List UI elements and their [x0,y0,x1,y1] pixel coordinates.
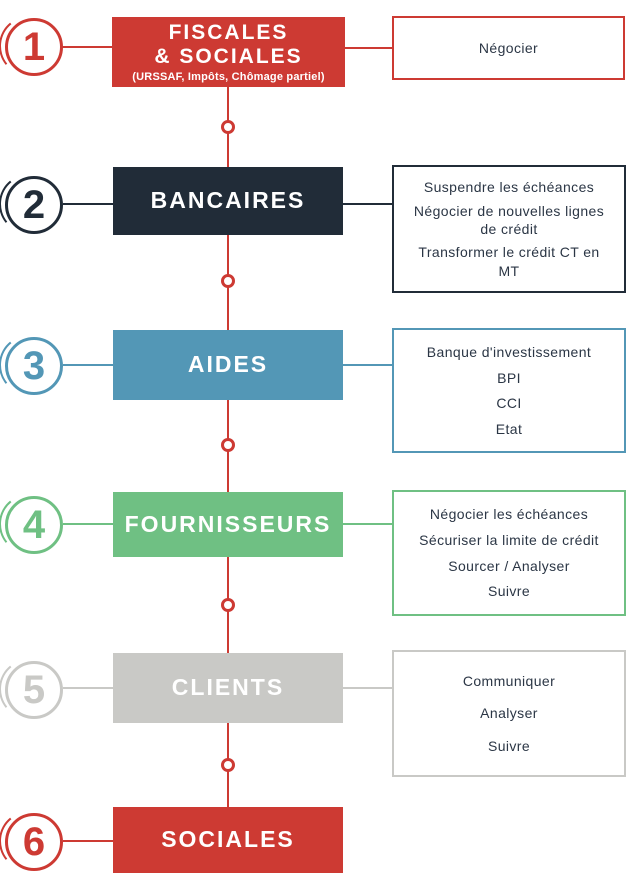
action-item: Suspendre les échéances [423,179,595,196]
spine-node-icon [221,120,235,134]
action-item: Sourcer / Analyser [448,557,570,574]
category-box-sociales: SOCIALES [113,807,343,873]
step-5-number-circle: 5 [5,661,63,719]
category-box-aides: AIDES [113,330,343,400]
connector-circle-to-box [63,840,113,842]
category-title: SOCIALES [161,826,295,853]
category-box-fiscales-sociales: FISCALES & SOCIALES (URSSAF, Impôts, Chô… [112,17,345,87]
actions-box: Banque d'investissement BPI CCI Etat [392,328,626,453]
category-title: FOURNISSEURS [124,510,332,537]
connector-circle-to-box [62,46,112,48]
step-number: 1 [22,25,46,69]
connector-circle-to-box [63,523,113,525]
category-box-clients: CLIENTS [113,653,343,723]
category-title-line: FISCALES [168,20,289,44]
action-item: Suivre [487,737,531,754]
connector-box-to-actions [343,203,392,205]
action-item: Transformer le crédit CT en MT [418,244,600,279]
action-item: Négocier de nouvelles lignes de crédit [413,202,605,237]
step-3-number-circle: 3 [5,337,63,395]
action-item: Négocier les échéances [429,506,589,523]
spine-node-icon [221,438,235,452]
connector-box-to-actions [343,687,392,689]
step-number: 3 [22,344,46,388]
action-item: Négocier [478,39,539,56]
spine-node-icon [221,758,235,772]
step-number: 4 [22,503,46,547]
actions-box: Suspendre les échéances Négocier de nouv… [392,165,626,293]
action-item: Banque d'investissement [426,344,592,361]
action-item: Sécuriser la limite de crédit [419,532,599,549]
step-number: 6 [22,820,46,864]
category-box-bancaires: BANCAIRES [113,167,343,235]
connector-box-to-actions [345,47,392,49]
connector-circle-to-box [63,203,113,205]
step-4-number-circle: 4 [5,496,63,554]
action-item: BPI [497,369,521,386]
step-number: 5 [22,668,46,712]
category-title-line: & SOCIALES [154,44,303,68]
spine-node-icon [221,598,235,612]
action-item: Etat [495,420,523,437]
category-title: CLIENTS [171,674,285,701]
connector-circle-to-box [63,687,113,689]
action-item: CCI [496,395,522,412]
step-number: 2 [22,183,46,227]
spine-node-icon [221,274,235,288]
action-item: Suivre [487,583,531,600]
connector-box-to-actions [343,364,392,366]
category-title: AIDES [187,351,269,378]
connector-circle-to-box [63,364,113,366]
category-title: BANCAIRES [150,187,306,214]
action-item: Analyser [480,705,538,722]
category-subtitle: (URSSAF, Impôts, Chômage partiel) [132,71,325,84]
step-1-number-circle: 1 [5,18,63,76]
category-box-fournisseurs: FOURNISSEURS [113,492,343,557]
actions-box: Négocier [392,16,625,80]
connector-box-to-actions [343,523,392,525]
actions-box: Négocier les échéances Sécuriser la limi… [392,490,626,616]
step-2-number-circle: 2 [5,176,63,234]
step-6-number-circle: 6 [5,813,63,871]
action-item: Communiquer [462,673,556,690]
actions-box: Communiquer Analyser Suivre [392,650,626,777]
